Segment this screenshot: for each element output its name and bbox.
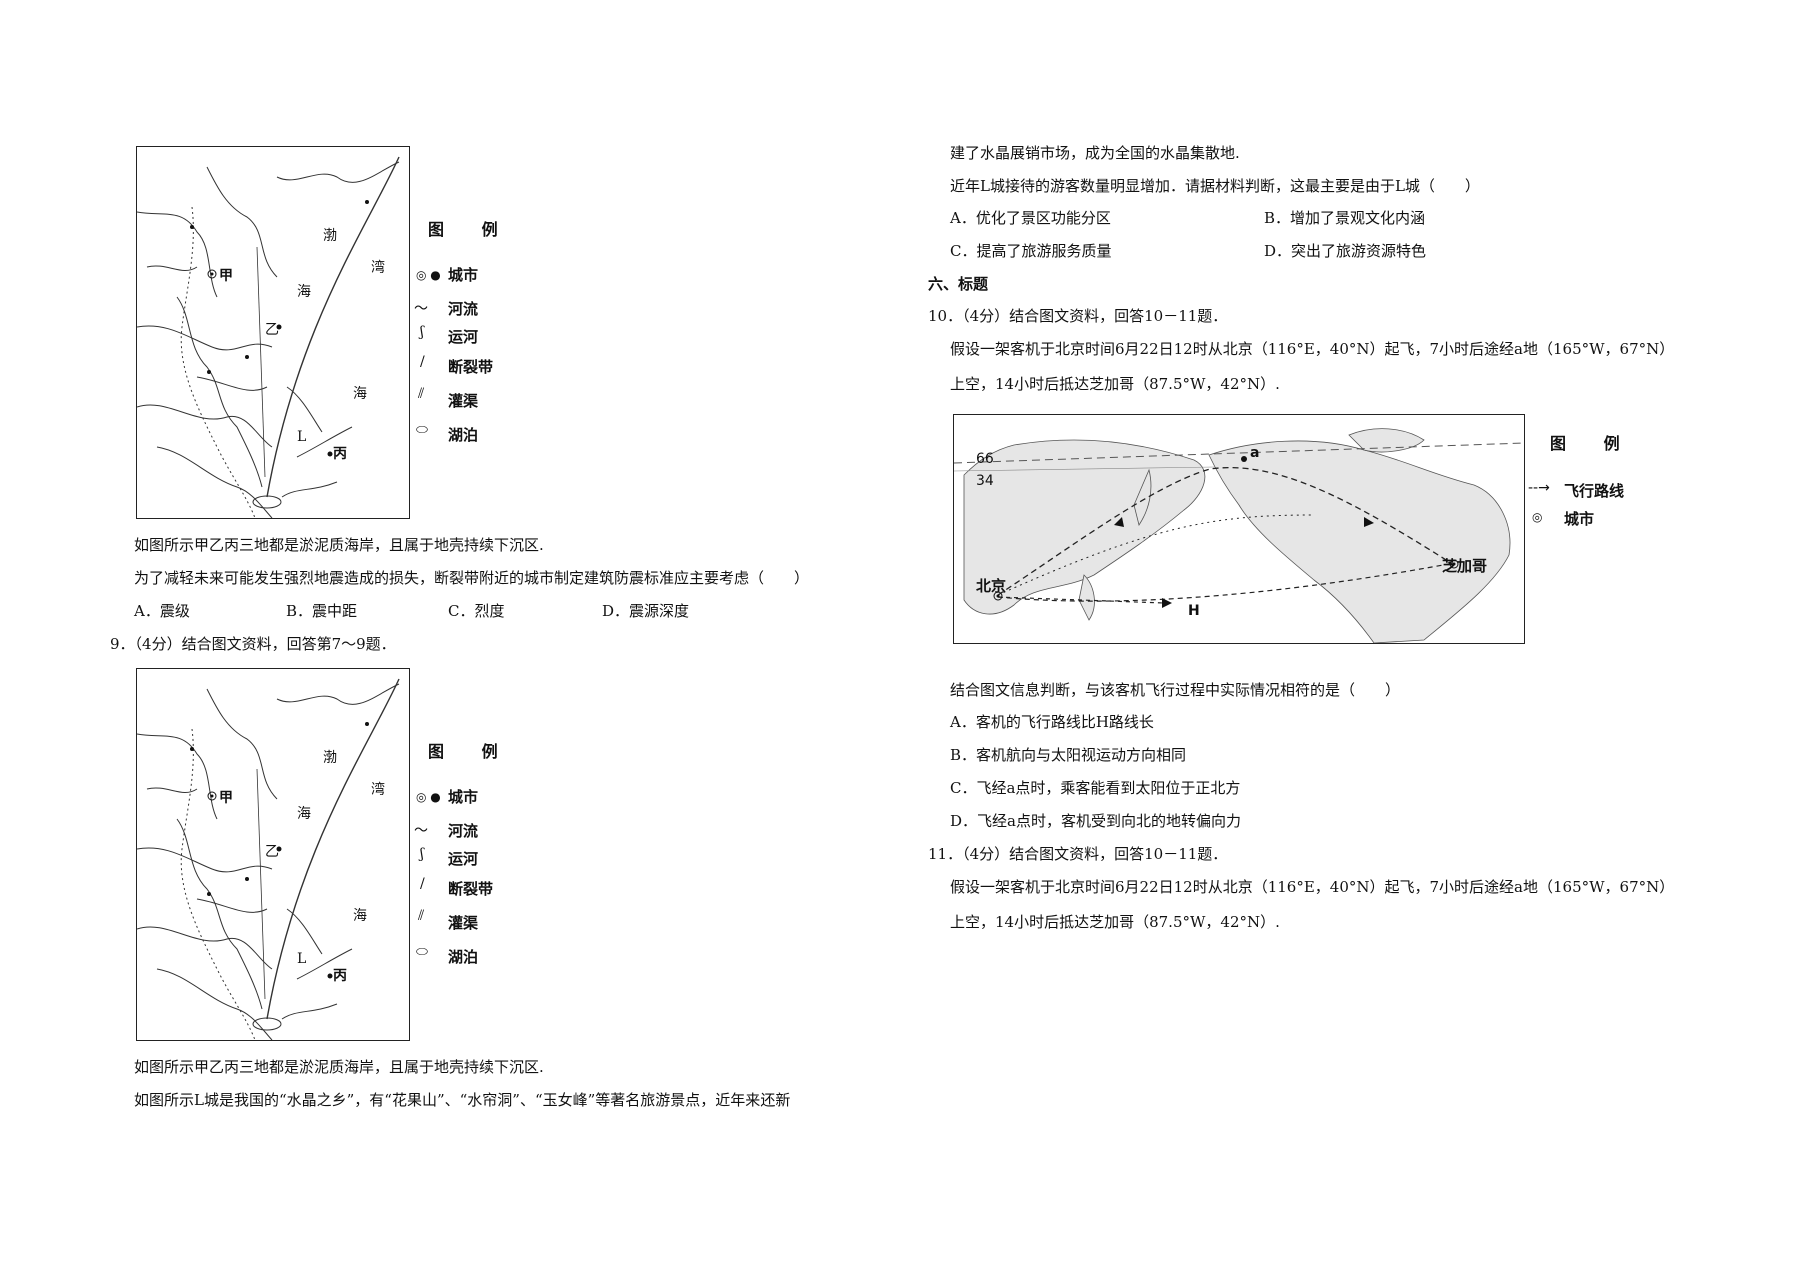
lake-icon: ⬭ — [416, 944, 428, 960]
map2-label-hai2: 海 — [353, 908, 367, 924]
section-6-title: 六、标题 — [928, 275, 989, 293]
flight-map-label-beijing: 北京 — [976, 577, 1007, 595]
river-icon: 〜 — [414, 301, 428, 317]
irrigation-icon: ⫽ — [418, 386, 425, 402]
q9-text-cont: 建了水晶展销市场，成为全国的水晶集散地. — [950, 144, 1240, 162]
flight-legend-city: 城市 — [1564, 510, 1595, 528]
flight-map-label-h: H — [1188, 603, 1200, 619]
map2-legend-lake: 湖泊 — [448, 948, 479, 966]
map2-label-wan: 湾 — [371, 782, 385, 798]
map1-legend-canal: 运河 — [448, 328, 479, 346]
flight-map-label-chicago: 芝加哥 — [1442, 557, 1488, 575]
q10-option-d[interactable]: D．飞经a点时，客机受到向北的地转偏向力 — [950, 812, 1241, 830]
q8-text-1: 如图所示甲乙丙三地都是淤泥质海岸，且属于地壳持续下沉区. — [134, 536, 544, 554]
map1-legend-irrigation: 灌渠 — [448, 392, 479, 410]
flight-map-legend: 图 例 --→ 飞行路线 ◎ 城市 — [1528, 428, 1648, 538]
q8-option-b[interactable]: B．震中距 — [286, 602, 358, 620]
flight-route-map: 66 34 北京 芝加哥 a H — [953, 414, 1525, 644]
map1-label-yi: 乙 — [265, 322, 279, 338]
map1-label-hai2: 海 — [353, 386, 367, 402]
map2-legend-river: 河流 — [448, 822, 479, 840]
map2-legend-fault: 断裂带 — [448, 880, 494, 898]
q9-text-2: 如图所示L城是我国的“水晶之乡”，有“花果山”、“水帘洞”、“玉女峰”等著名旅游… — [134, 1091, 791, 1109]
q8-option-a[interactable]: A．震级 — [134, 602, 190, 620]
map2-label-hai1: 海 — [297, 806, 311, 822]
q9-option-a[interactable]: A．优化了景区功能分区 — [950, 209, 1111, 227]
map1-legend: 图 例 ◎ ● 城市 〜 河流 ʃ 运河 / 断裂带 ⫽ 灌渠 ⬭ 湖泊 — [414, 214, 524, 454]
map2-legend-canal: 运河 — [448, 850, 479, 868]
map2-legend: 图 例 ◎ ● 城市 〜 河流 ʃ 运河 / 断裂带 ⫽ 灌渠 ⬭ 湖泊 — [414, 736, 524, 976]
map1-legend-title: 图 例 — [428, 220, 514, 239]
q10-question: 结合图文信息判断，与该客机飞行过程中实际情况相符的是（ ） — [950, 681, 1401, 699]
map2-legend-irrigation: 灌渠 — [448, 914, 479, 932]
map1-label-bing: 丙 — [333, 446, 347, 462]
canal-icon: ʃ — [420, 846, 424, 862]
map1-legend-river: 河流 — [448, 300, 479, 318]
q9-option-d[interactable]: D．突出了旅游资源特色 — [1264, 242, 1427, 260]
city-icon: ◎ — [1532, 510, 1543, 524]
city-icon: ◎ ● — [416, 790, 441, 804]
q10-header: 10．（4分）结合图文资料，回答10－11题． — [928, 307, 1228, 325]
q9-header: 9．（4分）结合图文资料，回答第7～9题． — [110, 635, 396, 653]
q9-option-b[interactable]: B．增加了景观文化内涵 — [1264, 209, 1426, 227]
map2-legend-title: 图 例 — [428, 742, 514, 761]
q8-option-c[interactable]: C．烈度 — [448, 602, 505, 620]
q11-text-2: 上空，14小时后抵达芝加哥（87.5°W，42°N）. — [950, 913, 1280, 931]
map1-label-hai1: 海 — [297, 284, 311, 300]
map1-label-wan: 湾 — [371, 260, 385, 276]
q9-option-c[interactable]: C．提高了旅游服务质量 — [950, 242, 1112, 260]
flight-map-label-a: a — [1250, 445, 1260, 461]
map1-legend-fault: 断裂带 — [448, 358, 494, 376]
map1-label-L: L — [297, 429, 307, 445]
q10-option-c[interactable]: C．飞经a点时，乘客能看到太阳位于正北方 — [950, 779, 1241, 797]
canal-icon: ʃ — [420, 324, 424, 340]
q10-text-1: 假设一架客机于北京时间6月22日12时从北京（116°E，40°N）起飞，7小时… — [950, 340, 1675, 358]
lake-icon: ⬭ — [416, 422, 428, 438]
flight-route-map-drawing — [954, 428, 1524, 643]
region-map-1-drawing — [137, 156, 400, 518]
q11-header: 11．（4分）结合图文资料，回答10－11题． — [928, 845, 1228, 863]
map1-label-jia: 甲 — [219, 268, 233, 284]
map2-label-bing: 丙 — [333, 968, 347, 984]
fault-icon: / — [420, 354, 425, 370]
region-map-2-drawing — [137, 678, 400, 1040]
q8-option-d[interactable]: D．震源深度 — [602, 602, 690, 620]
q9-question: 近年L城接待的游客数量明显增加．请据材料判断，这最主要是由于L城（ ） — [950, 177, 1480, 195]
flight-map-lat-34: 34 — [976, 473, 994, 489]
map2-label-yi: 乙 — [265, 844, 279, 860]
q11-text-1: 假设一架客机于北京时间6月22日12时从北京（116°E，40°N）起飞，7小时… — [950, 878, 1675, 896]
map2-legend-city: 城市 — [448, 788, 479, 806]
q10-option-b[interactable]: B．客机航向与太阳视运动方向相同 — [950, 746, 1187, 764]
map2-label-jia: 甲 — [219, 790, 233, 806]
flight-route-icon: --→ — [1528, 480, 1550, 496]
q10-option-a[interactable]: A．客机的飞行路线比H路线长 — [950, 713, 1154, 731]
region-map-1: 甲 乙 丙 L 渤 海 湾 海 — [136, 146, 410, 519]
fault-icon: / — [420, 876, 425, 892]
map2-label-L: L — [297, 951, 307, 967]
q10-text-2: 上空，14小时后抵达芝加哥（87.5°W，42°N）. — [950, 375, 1280, 393]
map1-legend-lake: 湖泊 — [448, 426, 479, 444]
region-map-2: 甲 乙 丙 L 渤 海 湾 海 — [136, 668, 410, 1041]
map2-label-bo: 渤 — [323, 750, 337, 766]
flight-legend-route: 飞行路线 — [1564, 482, 1625, 500]
map1-label-bo: 渤 — [323, 228, 337, 244]
map1-legend-city: 城市 — [448, 266, 479, 284]
flight-legend-title: 图 例 — [1550, 434, 1636, 453]
q9-text-1: 如图所示甲乙丙三地都是淤泥质海岸，且属于地壳持续下沉区. — [134, 1058, 544, 1076]
flight-map-lat-66: 66 — [976, 451, 994, 467]
city-icon: ◎ ● — [416, 268, 441, 282]
river-icon: 〜 — [414, 823, 428, 839]
irrigation-icon: ⫽ — [418, 908, 425, 924]
q8-text-2: 为了减轻未来可能发生强烈地震造成的损失，断裂带附近的城市制定建筑防震标准应主要考… — [134, 569, 810, 587]
